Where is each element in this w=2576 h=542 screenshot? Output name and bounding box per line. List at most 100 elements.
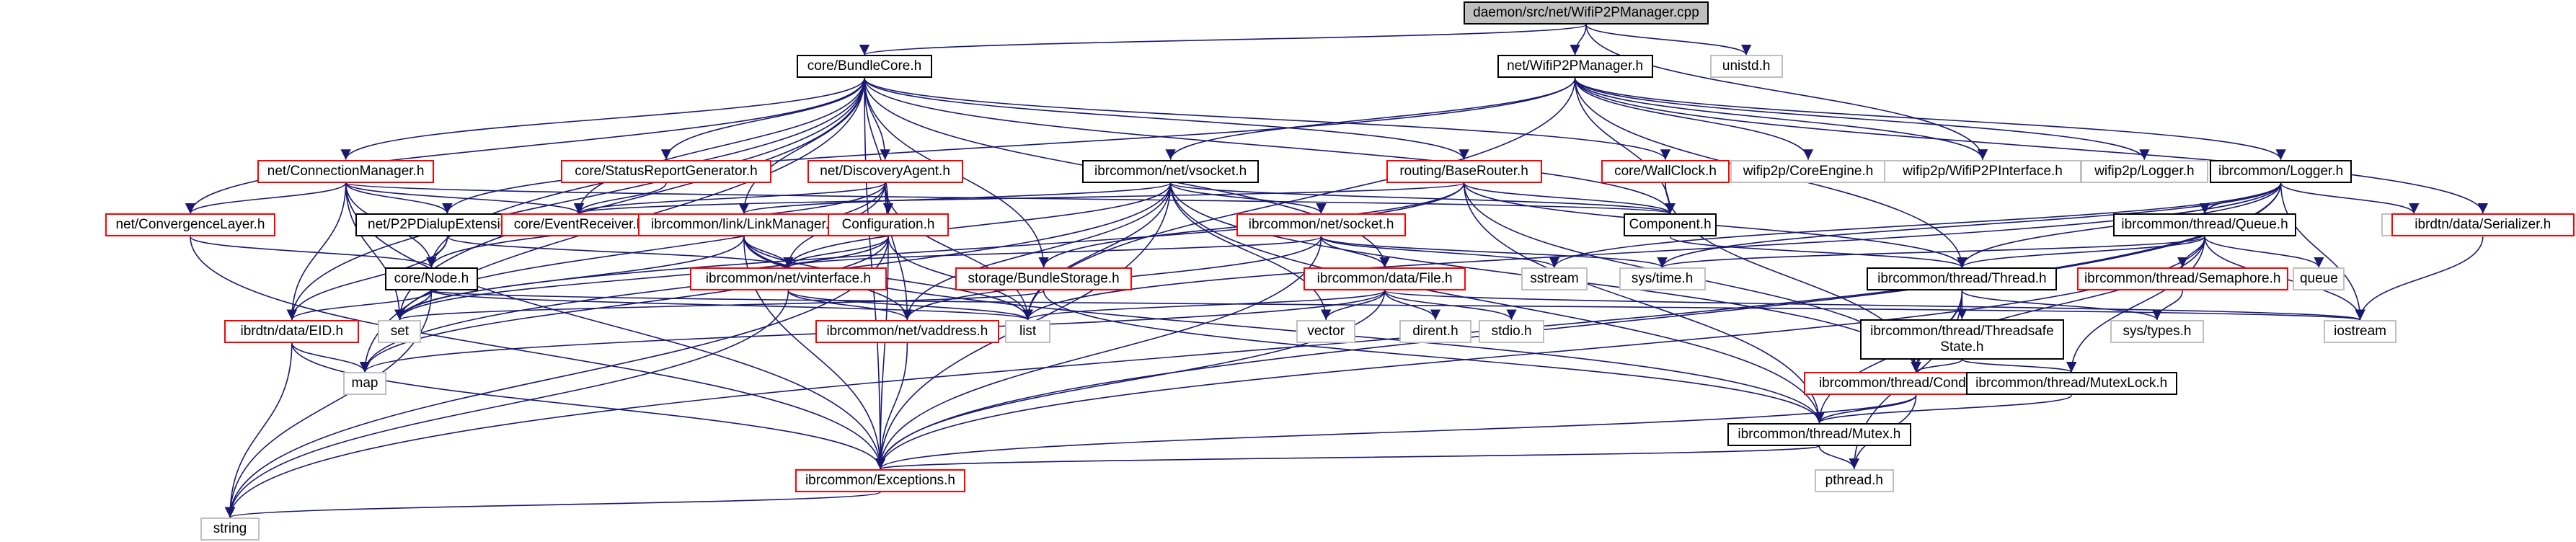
edge-vsocket-to-linkmanager — [739, 182, 1172, 215]
node-bundlecore[interactable]: core/BundleCore.h — [797, 55, 932, 79]
node-list[interactable]: list — [1005, 319, 1050, 343]
edge-configuration-to-string — [224, 236, 889, 518]
node-vector[interactable]: vector — [1296, 319, 1355, 343]
node-wifip2pmanager_h[interactable]: net/WifiP2PManager.h — [1497, 55, 1653, 79]
node-systypes[interactable]: sys/types.h — [2110, 319, 2204, 343]
node-bundlestorage[interactable]: storage/BundleStorage.h — [955, 267, 1132, 291]
edge-queue_h-to-systime — [1657, 236, 2205, 268]
edge-bundlecore-to-connectionmanager — [340, 78, 865, 160]
edge-eid-to-exceptions — [291, 342, 886, 469]
edge-vsocket-to-vaddress — [902, 182, 1172, 320]
edge-p2pdialup-to-eid — [286, 236, 448, 320]
edge-wifip2pmanager_h-to-coreengine — [1574, 78, 1814, 160]
node-label: wifip2p/WifiP2PInterface.h — [1903, 163, 2063, 179]
node-vaddress[interactable]: ibrcommon/net/vaddress.h — [815, 319, 999, 343]
node-unistd[interactable]: unistd.h — [1709, 55, 1783, 79]
node-file_h[interactable]: ibrcommon/data/File.h — [1303, 267, 1466, 291]
edge-socket-to-file_h — [1320, 236, 1390, 268]
node-label: core/EventReceiver.h — [513, 217, 645, 233]
node-label: ibrcommon/thread/Threadsafe State.h — [1870, 323, 2054, 355]
node-label: unistd.h — [1722, 58, 1771, 74]
node-mutexlock[interactable]: ibrcommon/thread/MutexLock.h — [1965, 372, 2177, 396]
node-queue[interactable]: queue — [2293, 267, 2345, 291]
edge-bundlecore-to-eventreceiver — [573, 78, 865, 214]
node-label: core/BundleCore.h — [807, 58, 922, 74]
node-root[interactable]: daemon/src/net/WifiP2PManager.cpp — [1463, 1, 1709, 25]
node-thread_h[interactable]: ibrcommon/thread/Thread.h — [1867, 267, 2058, 291]
node-eid[interactable]: ibrdtn/data/EID.h — [224, 319, 360, 343]
node-label: ibrcommon/thread/Mutex.h — [1738, 426, 1901, 442]
node-socket[interactable]: ibrcommon/net/socket.h — [1236, 213, 1407, 237]
node-semaphore[interactable]: ibrcommon/thread/Semaphore.h — [2076, 267, 2288, 291]
node-label: storage/BundleStorage.h — [968, 271, 1120, 287]
node-string[interactable]: string — [200, 517, 260, 541]
edge-ibrlogger-to-iostream — [2280, 182, 2365, 320]
edge-wifip2pmanager_h-to-serializer — [1574, 78, 2488, 214]
node-label: sstream — [1530, 271, 1579, 287]
edge-bundlecore-to-wallclock — [864, 78, 1670, 160]
node-serializer[interactable]: ibrdtn/data/Serializer.h — [2391, 213, 2575, 237]
node-label: ibrcommon/Logger.h — [2218, 163, 2344, 179]
node-map[interactable]: map — [343, 372, 386, 396]
node-label: ibrcommon/net/vsocket.h — [1094, 163, 1247, 179]
node-queue_h[interactable]: ibrcommon/thread/Queue.h — [2112, 213, 2297, 237]
node-wifip2plogger[interactable]: wifip2p/Logger.h — [2080, 159, 2209, 183]
node-configuration[interactable]: Configuration.h — [828, 213, 949, 237]
node-convergencelayer[interactable]: net/ConvergenceLayer.h — [105, 213, 275, 237]
node-discoveryagent[interactable]: net/DiscoveryAgent.h — [807, 159, 963, 183]
node-component[interactable]: Component.h — [1623, 213, 1717, 237]
node-label: net/DiscoveryAgent.h — [820, 163, 950, 179]
edge-file_h-to-dirent — [1384, 290, 1441, 320]
node-ibrlogger[interactable]: ibrcommon/Logger.h — [2210, 159, 2352, 183]
edge-discoveryagent-to-eventreceiver — [574, 182, 886, 215]
node-label: ibrcommon/net/socket.h — [1248, 217, 1394, 233]
node-wifip2pinterface[interactable]: wifip2p/WifiP2PInterface.h — [1884, 159, 2081, 183]
node-stdio[interactable]: stdio.h — [1479, 319, 1545, 343]
node-coreengine[interactable]: wifip2p/CoreEngine.h — [1730, 159, 1886, 183]
node-wallclock[interactable]: core/WallClock.h — [1601, 159, 1730, 183]
node-systime[interactable]: sys/time.h — [1619, 267, 1706, 291]
node-node_h[interactable]: core/Node.h — [384, 267, 479, 291]
edge-exceptions-to-string — [225, 491, 881, 518]
node-vinterface[interactable]: ibrcommon/net/vinterface.h — [689, 267, 888, 291]
node-statusreport[interactable]: core/StatusReportGenerator.h — [560, 159, 772, 183]
edge-file_h-to-stdio — [1384, 290, 1517, 321]
node-label: sys/types.h — [2123, 323, 2192, 339]
edge-bundlestorage-to-set — [394, 290, 1045, 321]
edge-eid-to-map — [291, 342, 371, 373]
node-label: ibrcommon/Exceptions.h — [805, 472, 955, 488]
node-label: core/StatusReportGenerator.h — [575, 163, 758, 179]
node-vsocket[interactable]: ibrcommon/net/vsocket.h — [1082, 159, 1259, 183]
edge-semaphore-to-systypes — [2151, 290, 2183, 320]
node-label: string — [213, 521, 247, 537]
edge-vinterface-to-string — [224, 290, 789, 518]
node-baserouter[interactable]: routing/BaseRouter.h — [1386, 159, 1542, 183]
node-eventreceiver[interactable]: core/EventReceiver.h — [501, 213, 657, 237]
node-connectionmanager[interactable]: net/ConnectionManager.h — [257, 159, 434, 183]
node-linkmanager[interactable]: ibrcommon/link/LinkManager.h — [638, 213, 850, 237]
edge-discoveryagent-to-list — [884, 182, 1033, 320]
node-sstream[interactable]: sstream — [1521, 267, 1588, 291]
node-iostream[interactable]: iostream — [2324, 319, 2396, 343]
edge-layer — [185, 24, 2488, 518]
edge-node_h-to-iostream — [430, 290, 2364, 321]
edge-file_h-to-iostream — [1384, 290, 2365, 321]
node-label: iostream — [2334, 323, 2387, 339]
node-pthread[interactable]: pthread.h — [1814, 468, 1894, 492]
node-label: ibrcommon/net/vinterface.h — [705, 271, 871, 287]
edge-mutex-to-pthread — [1818, 445, 1859, 469]
node-label: Component.h — [1629, 217, 1712, 233]
node-label: list — [1019, 323, 1037, 339]
edge-ibrlogger-to-exceptions — [875, 182, 2282, 469]
edge-queue_h-to-queue — [2204, 236, 2324, 268]
node-mutex[interactable]: ibrcommon/thread/Mutex.h — [1727, 422, 1911, 446]
node-label: ibrcommon/thread/Semaphore.h — [2084, 271, 2281, 287]
node-label: net/WifiP2PManager.h — [1507, 58, 1644, 74]
node-set[interactable]: set — [378, 319, 422, 343]
node-dirent[interactable]: dirent.h — [1399, 319, 1472, 343]
edge-bundlecore-to-eid — [286, 78, 865, 320]
node-threadsafestate[interactable]: ibrcommon/thread/Threadsafe State.h — [1859, 319, 2064, 360]
node-exceptions[interactable]: ibrcommon/Exceptions.h — [795, 468, 965, 492]
edge-connectionmanager-to-exceptions — [345, 182, 886, 469]
edge-baserouter-to-component — [1463, 182, 1676, 214]
